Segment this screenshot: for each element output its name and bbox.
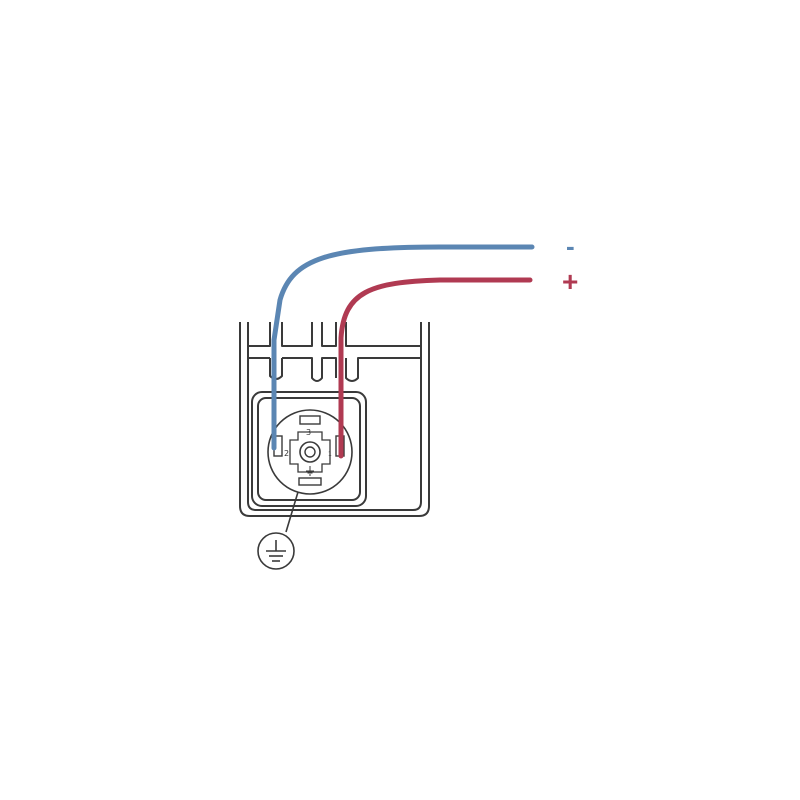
terminal-label-3: 3 xyxy=(306,428,311,437)
terminal-label-2: 2 xyxy=(284,449,289,458)
contact-slot-top xyxy=(299,415,321,425)
positive-wire xyxy=(338,277,533,459)
connector-housing xyxy=(239,322,430,517)
center-screw-inner xyxy=(304,446,316,458)
protective-earth-icon xyxy=(257,491,299,570)
terminal-block xyxy=(251,391,367,507)
positive-label: + xyxy=(562,266,578,297)
negative-wire xyxy=(271,244,535,451)
terminal-label-1: 1 xyxy=(328,451,332,458)
terminal-ring xyxy=(267,409,353,495)
contact-slot-bottom xyxy=(298,477,322,486)
negative-label: - xyxy=(566,231,575,261)
center-screw-outer xyxy=(299,441,321,463)
earth-terminal-mark xyxy=(306,466,314,476)
